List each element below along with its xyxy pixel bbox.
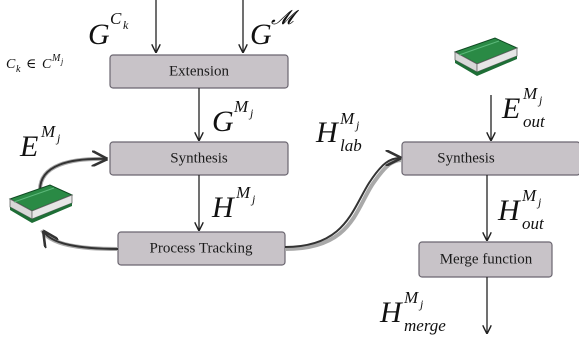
label-h-lab: H M j lab	[315, 109, 362, 155]
label-e-mj: E M j	[19, 122, 61, 163]
svg-text:M: M	[40, 122, 56, 141]
svg-text:M: M	[235, 183, 251, 202]
svg-text:∈: ∈	[26, 56, 36, 72]
synthesis-left-box: Synthesis	[109, 141, 289, 176]
svg-text:C: C	[6, 57, 16, 72]
svg-text:E: E	[501, 92, 520, 125]
label-e-out: E M j out	[501, 84, 546, 131]
curve-tracking-to-right-synthesis	[284, 158, 400, 248]
svg-text:k: k	[123, 18, 129, 32]
process-tracking-box: Process Tracking	[117, 231, 286, 266]
svg-text:k: k	[16, 64, 21, 75]
merge-function-label: Merge function	[440, 251, 533, 267]
svg-text:j: j	[250, 192, 256, 206]
svg-text:𝓜: 𝓜	[271, 7, 300, 29]
process-tracking-label: Process Tracking	[150, 240, 253, 256]
svg-text:H: H	[379, 296, 404, 329]
label-g-m: G 𝓜	[250, 7, 300, 51]
curve-tracking-to-right-synthesis-shadow	[284, 158, 403, 251]
svg-text:C: C	[42, 57, 52, 72]
svg-text:H: H	[315, 116, 340, 149]
svg-text:G: G	[88, 18, 110, 51]
svg-text:M: M	[233, 97, 249, 116]
svg-text:j: j	[537, 93, 543, 107]
svg-text:M: M	[51, 53, 61, 64]
curve-book-to-synthesis	[39, 159, 106, 191]
svg-text:M: M	[339, 109, 355, 128]
svg-text:j: j	[354, 118, 360, 132]
synthesis-right-box: Synthesis	[401, 141, 579, 176]
svg-text:j: j	[536, 195, 542, 209]
svg-text:G: G	[250, 18, 272, 51]
merge-function-box: Merge function	[418, 241, 553, 278]
svg-text:H: H	[497, 194, 522, 227]
svg-text:H: H	[211, 191, 236, 224]
synthesis-right-label: Synthesis	[437, 150, 495, 166]
label-condition: C k ∈ C M j	[6, 53, 64, 75]
label-h-out: H M j out	[497, 186, 545, 233]
svg-text:E: E	[19, 130, 38, 163]
label-g-ck: G C k	[88, 9, 129, 51]
extension-label: Extension	[169, 63, 229, 79]
svg-text:merge: merge	[404, 316, 446, 335]
svg-text:C: C	[110, 9, 122, 28]
svg-text:out: out	[522, 214, 545, 233]
svg-text:j: j	[248, 106, 254, 120]
svg-text:M: M	[521, 186, 537, 205]
svg-text:out: out	[523, 112, 546, 131]
left-book-icon	[8, 184, 74, 223]
label-h-mj: H M j	[211, 183, 256, 224]
label-h-merge: H M j merge	[379, 288, 446, 335]
svg-text:j: j	[418, 297, 424, 311]
svg-text:G: G	[212, 105, 234, 138]
extension-box: Extension	[109, 54, 289, 89]
curve-tracking-to-book	[44, 232, 119, 250]
svg-text:j: j	[60, 57, 64, 66]
svg-text:lab: lab	[340, 136, 362, 155]
svg-text:M: M	[522, 84, 538, 103]
svg-text:j: j	[55, 131, 61, 145]
svg-text:M: M	[403, 288, 419, 307]
right-book-icon	[453, 37, 519, 76]
synthesis-left-label: Synthesis	[170, 150, 228, 166]
label-g-mj: G M j	[212, 97, 254, 138]
